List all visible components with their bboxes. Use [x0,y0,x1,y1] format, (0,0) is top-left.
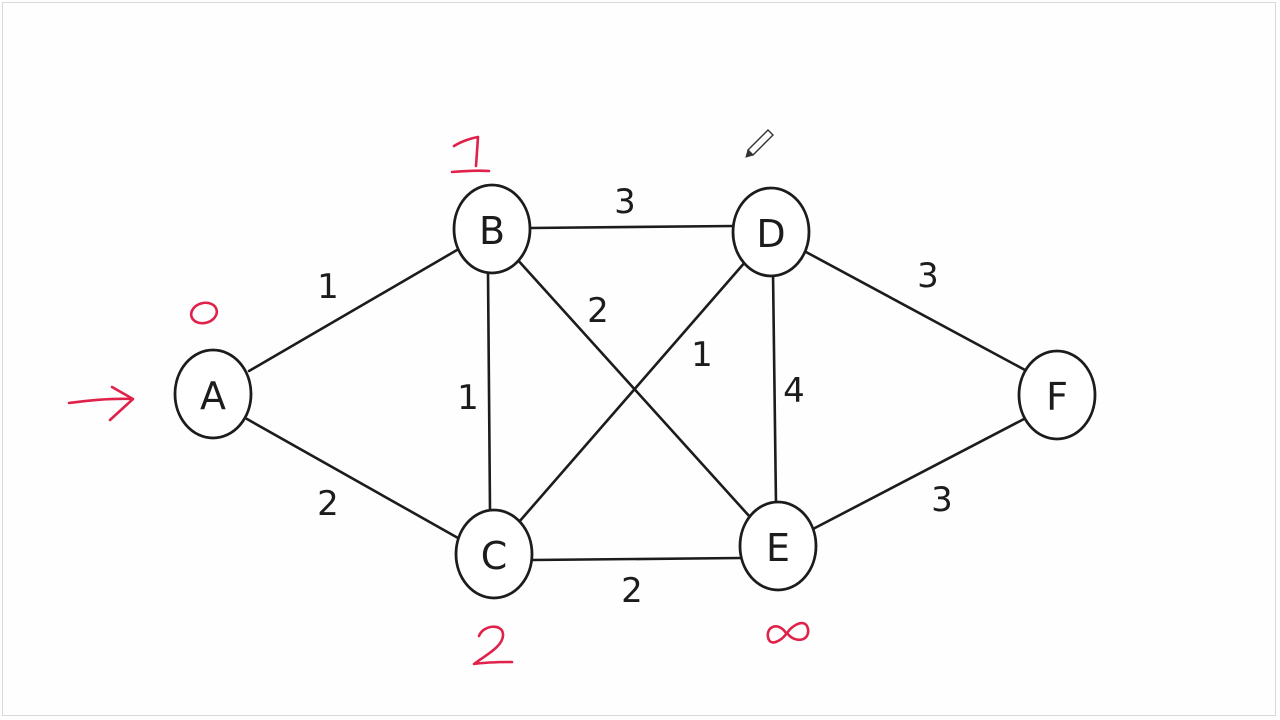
edge-a-b [247,248,459,373]
node-label-c: C [481,534,508,578]
node-a: A [173,348,253,440]
distance-c [472,625,514,666]
annotations [67,129,810,666]
edge-b-d [528,224,736,230]
weight-b-c: 1 [457,378,479,418]
edge-a-c [245,417,460,540]
node-label-f: F [1046,375,1068,419]
pencil-cursor-icon [745,129,774,158]
edge-d-e [771,270,778,507]
edge-c-d [517,259,748,524]
edge-weights: 1 2 3 1 2 1 2 4 3 3 [317,182,953,611]
weight-e-f: 3 [931,480,953,520]
distance-a [189,301,219,325]
weight-d-e: 4 [783,371,805,411]
node-label-d: D [756,212,785,256]
weight-c-e: 2 [621,571,643,611]
edge-e-f [811,417,1026,531]
weight-c-d: 1 [691,335,713,375]
node-label-b: B [479,209,505,253]
start-arrow-icon [67,385,135,422]
weight-a-b: 1 [317,267,339,307]
edge-b-e [514,256,752,519]
edge-d-f [804,250,1027,372]
weight-d-f: 3 [917,256,939,296]
weight-a-c: 2 [317,484,339,524]
edges [245,224,1027,562]
weight-b-d: 3 [614,182,636,222]
node-label-a: A [200,374,226,418]
node-b: B [452,183,532,275]
node-d: D [731,186,811,278]
weight-b-e: 2 [587,291,609,331]
node-f: F [1017,349,1097,441]
edge-c-e [530,556,743,562]
node-c: C [454,508,534,600]
edge-b-c [486,270,492,512]
distance-e [766,621,810,644]
node-e: E [738,500,818,592]
distance-b [450,135,491,174]
node-label-e: E [766,526,790,570]
